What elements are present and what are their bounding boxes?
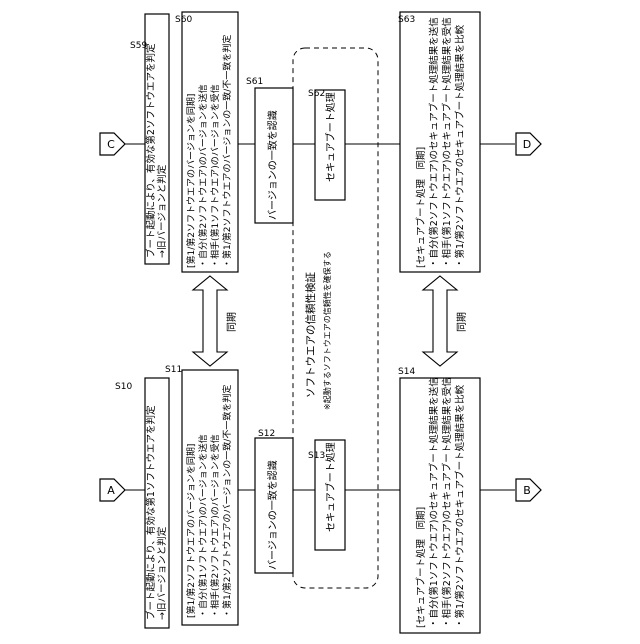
step-s63-text-line-2: ・自分(第2ソフトウエア)のセキュアブート処理結果を送信 [428,17,440,268]
step-s14-text-line-3: ・相手(第2ソフトウエア)のセキュアブート処理結果を受信 [441,377,453,628]
step-s59-text-line-1: ブート起動により、有効な第2ソフトウエアを判定 [145,43,157,258]
step-s59-label: S59 [130,41,147,51]
step-s11-text-line-3: ・相手(第2ソフトウエア)のバージョンを受信 [209,434,221,618]
sync-arrow-version-label: 同期 [226,312,238,332]
step-s60-text-line-2: ・自分(第2ソフトウエア)のバージョンを送信 [197,84,209,268]
step-s63-text-line-4: ・第1/第2ソフトウエアのセキュアブート処理結果を比較 [454,24,466,268]
step-s13-label: S13 [308,451,325,461]
step-s60-text-line-3: ・相手(第1ソフトウエア)のバージョンを受信 [209,84,221,268]
step-s10-label: S10 [115,382,132,392]
step-s10-text-line-2: →旧バージョンと判定 [156,526,168,620]
connector-c: C [100,133,125,155]
step-s60-text-line-1: [第1/第2ソフトウエアのバージョンを同期] [185,94,197,268]
step-s11-label: S11 [165,365,182,375]
connector-b-letter: B [523,484,531,497]
step-s14-text-line-2: ・自分(第1ソフトウエア)のセキュアブート処理結果を送信 [428,377,440,628]
step-s61-text-line-1: バージョンの一致を認識 [266,110,279,220]
connector-d-letter: D [523,138,531,151]
step-s59-text-line-2: →旧バージョンと判定 [156,164,168,258]
step-s12-text-line-1: バージョンの一致を認識 [266,460,279,570]
step-s10-text-line-1: ブート起動により、有効な第1ソフトウエアを判定 [145,405,157,620]
connector-b: B [516,479,541,501]
step-s11-text-line-1: [第1/第2ソフトウエアのバージョンを同期] [185,444,197,618]
step-s14 [400,378,480,633]
connector-c-letter: C [107,138,115,151]
step-s63-text-line-3: ・相手(第1ソフトウエア)のセキュアブート処理結果を受信 [441,17,453,268]
step-s61-label: S61 [246,77,263,87]
connector-a: A [100,479,125,501]
trust-verification-note: ※起動するソフトウエアの信頼性を確保する [322,251,332,410]
step-s11-text-line-2: ・自分(第1ソフトウエア)のバージョンを送信 [197,434,209,618]
step-s12-label: S12 [258,429,275,439]
step-s11-text-line-4: ・第1/第2ソフトウエアのバージョンの一致/不一致を判定 [221,385,233,618]
step-s14-text-line-4: ・第1/第2ソフトウエアのセキュアブート処理結果を比較 [454,384,466,628]
step-s60-text-line-4: ・第1/第2ソフトウエアのバージョンの一致/不一致を判定 [221,35,233,268]
step-s63-label: S63 [398,15,415,25]
step-s14-text-line-1: [セキュアブート処理 同期] [415,507,427,628]
connector-a-letter: A [107,484,115,497]
sync-arrow-version-shape [193,276,227,366]
step-s14-label: S14 [398,367,415,377]
sync-arrow-secure-shape [423,276,457,366]
step-s62-text-line-1: セキュアブート処理 [324,92,337,182]
sync-arrow-secure: 同期 [423,276,468,366]
step-s63-text-line-1: [セキュアブート処理 同期] [415,147,427,268]
trust-verification-title: ソフトウエアの信頼性検証 [304,272,317,398]
step-s13-text-line-1: セキュアブート処理 [324,442,337,532]
connector-d: D [516,133,541,155]
step-s62-label: S62 [308,89,325,99]
step-s60-label: S60 [175,15,192,25]
sync-arrow-secure-label: 同期 [456,312,468,332]
sync-arrow-version: 同期 [193,276,238,366]
step-s63 [400,12,480,272]
